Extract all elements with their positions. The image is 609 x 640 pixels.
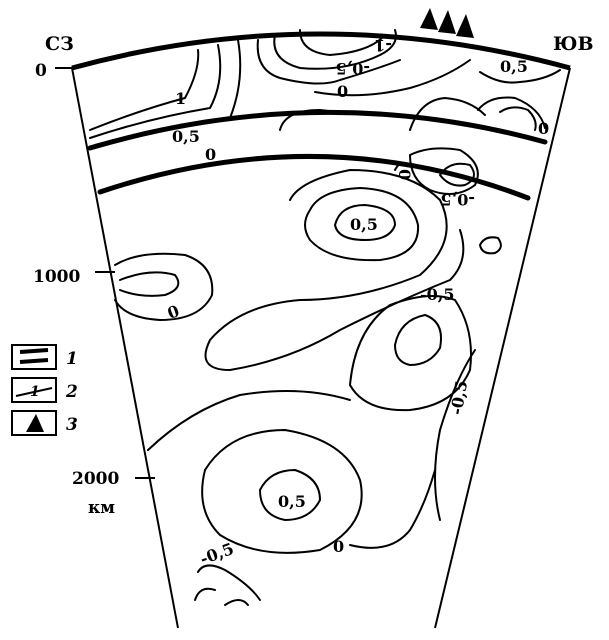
contour-label: -0,5	[420, 285, 454, 304]
contour-label: 0,5	[278, 492, 306, 511]
left-boundary	[71, 67, 179, 629]
isolines	[89, 29, 561, 606]
legend: 1 1 2 3	[11, 344, 78, 436]
contour-label: 0	[337, 82, 348, 101]
depth-label-1000: 1000	[33, 267, 80, 287]
legend-sample-2: 1	[30, 384, 40, 400]
direction-label-left: СЗ	[45, 33, 74, 55]
contour-label: 0,5	[172, 127, 200, 146]
legend-box-2	[11, 377, 57, 403]
contour-label: -0,5	[447, 379, 472, 416]
subduction-markers	[420, 8, 474, 38]
contour-label: -0,5	[441, 190, 475, 209]
legend-box-1	[11, 344, 57, 370]
legend-label-2: 2	[65, 382, 78, 402]
contour-label: 0	[333, 537, 344, 556]
depth-unit-label: км	[88, 498, 115, 518]
contour-label: 0,5	[500, 57, 528, 76]
right-boundary	[434, 67, 571, 629]
boundary-line-lower	[97, 154, 531, 201]
contour-label: 1	[175, 89, 186, 108]
contour-label: 0	[538, 119, 549, 138]
contour-label: -0,5	[336, 59, 370, 78]
legend-label-3: 3	[66, 415, 78, 435]
contour-label: 0,5	[350, 215, 378, 234]
contour-label: 0	[395, 169, 414, 180]
contour-label: 0	[205, 145, 216, 164]
direction-label-right: ЮВ	[553, 33, 594, 55]
surface-arc	[71, 31, 571, 71]
contour-label: -0,5	[197, 539, 236, 569]
depth-label-2000: 2000	[72, 469, 119, 489]
contour-label: -1	[374, 36, 392, 55]
legend-label-1: 1	[66, 349, 78, 369]
triangle-icon	[26, 414, 44, 432]
depth-label-0: 0	[35, 61, 47, 81]
